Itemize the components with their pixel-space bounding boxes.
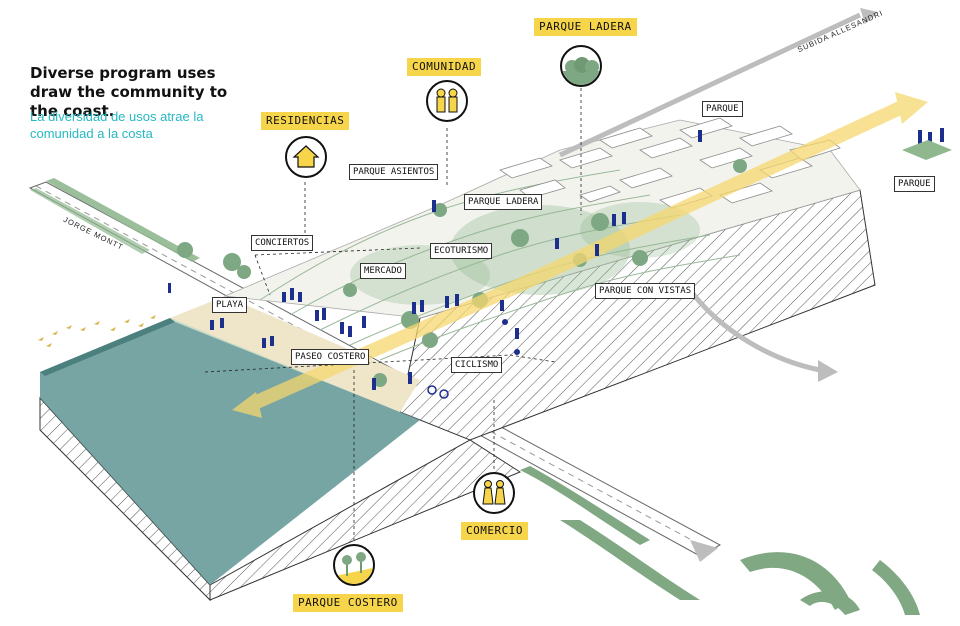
flow-arrow-subida bbox=[558, 8, 878, 158]
tag-parque-costero: PARQUE COSTERO bbox=[293, 594, 403, 612]
birds bbox=[38, 315, 156, 347]
label-conciertos: CONCIERTOS bbox=[251, 235, 314, 251]
palms-icon bbox=[333, 544, 375, 586]
label-paseo-costero: PASEO COSTERO bbox=[291, 349, 370, 365]
tag-comercio: COMERCIO bbox=[461, 522, 528, 540]
shoppers-icon bbox=[473, 472, 515, 514]
label-playa: PLAYA bbox=[212, 297, 248, 313]
house-icon bbox=[285, 136, 327, 178]
label-parque-top: PARQUE bbox=[702, 101, 743, 117]
label-ecoturismo: ECOTURISMO bbox=[430, 243, 493, 259]
label-parque-con-vistas: PARQUE CON VISTAS bbox=[595, 283, 696, 299]
label-ciclismo: CICLISMO bbox=[451, 357, 503, 373]
tag-comunidad: COMUNIDAD bbox=[407, 58, 482, 76]
tag-parque-ladera: PARQUE LADERA bbox=[534, 18, 637, 36]
label-parque-right: PARQUE bbox=[894, 176, 935, 192]
people-figures bbox=[168, 128, 944, 399]
diagram-subtitle: La diversidad de usos atrae la comunidad… bbox=[30, 109, 204, 141]
label-parque-asientos: PARQUE ASIENTOS bbox=[349, 164, 439, 180]
flow-arrow-road bbox=[690, 540, 718, 562]
label-parque-ladera: PARQUE LADERA bbox=[464, 194, 543, 210]
connectivity-arrow bbox=[232, 92, 928, 418]
park-platform-right bbox=[902, 140, 952, 160]
trees-icon bbox=[560, 45, 602, 87]
coastal-road-vegetation bbox=[520, 466, 920, 615]
people-icon bbox=[426, 80, 468, 122]
flow-arrow-lower bbox=[688, 288, 838, 382]
tag-residencias: RESIDENCIAS bbox=[261, 112, 350, 130]
diagram-title: Diverse program uses draw the community … bbox=[30, 64, 228, 120]
label-mercado: MERCADO bbox=[360, 263, 406, 279]
